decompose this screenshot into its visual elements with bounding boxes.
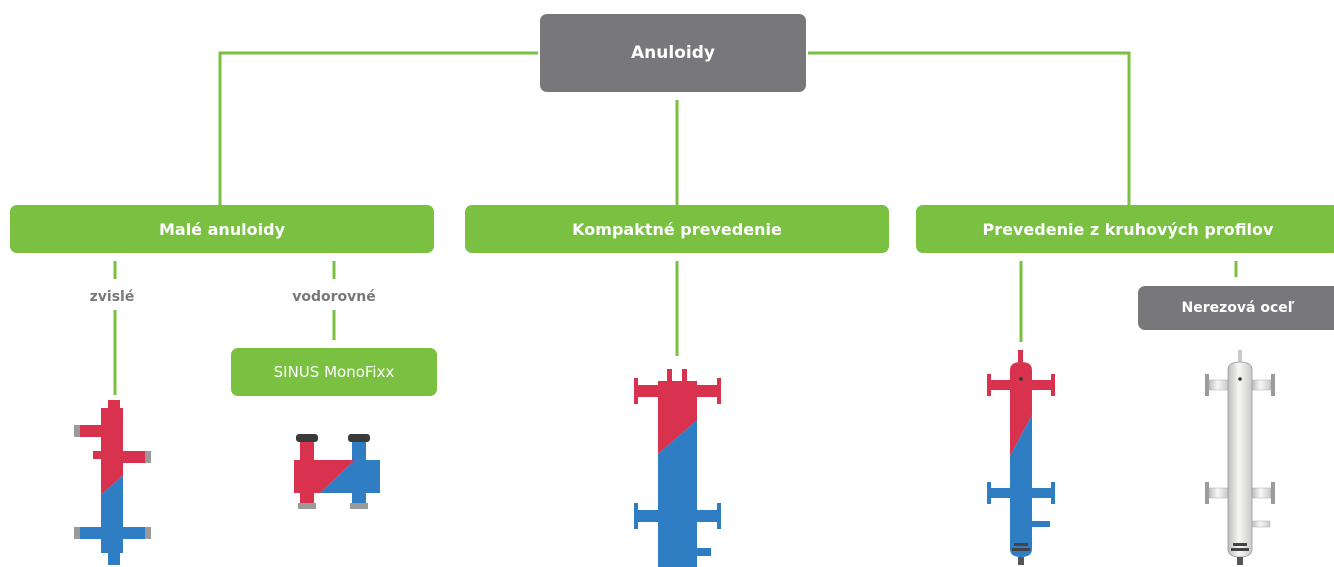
category-round-profiles: Prevedenie z kruhových profilov	[916, 205, 1334, 253]
category-compact-design: Kompaktné prevedenie	[465, 205, 889, 253]
category-small-separators: Malé anuloidy	[10, 205, 434, 253]
compact-separator-image	[634, 369, 721, 567]
connector-root-right	[808, 51, 1131, 205]
horizontal-label: vodorovné	[289, 289, 379, 305]
stainless-steel-box: Nerezová oceľ	[1138, 286, 1334, 330]
vertical-label: zvislé	[86, 289, 138, 305]
small-vertical-separator-image	[74, 400, 151, 565]
stainless-separator-image	[1205, 350, 1275, 565]
sinus-monofixx-box: SINUS MonoFixx	[231, 348, 437, 396]
round-painted-separator-image	[987, 350, 1055, 565]
connector-root-left	[218, 51, 538, 205]
monofixx-separator-image	[294, 434, 380, 509]
root-node: Anuloidy	[540, 14, 806, 92]
